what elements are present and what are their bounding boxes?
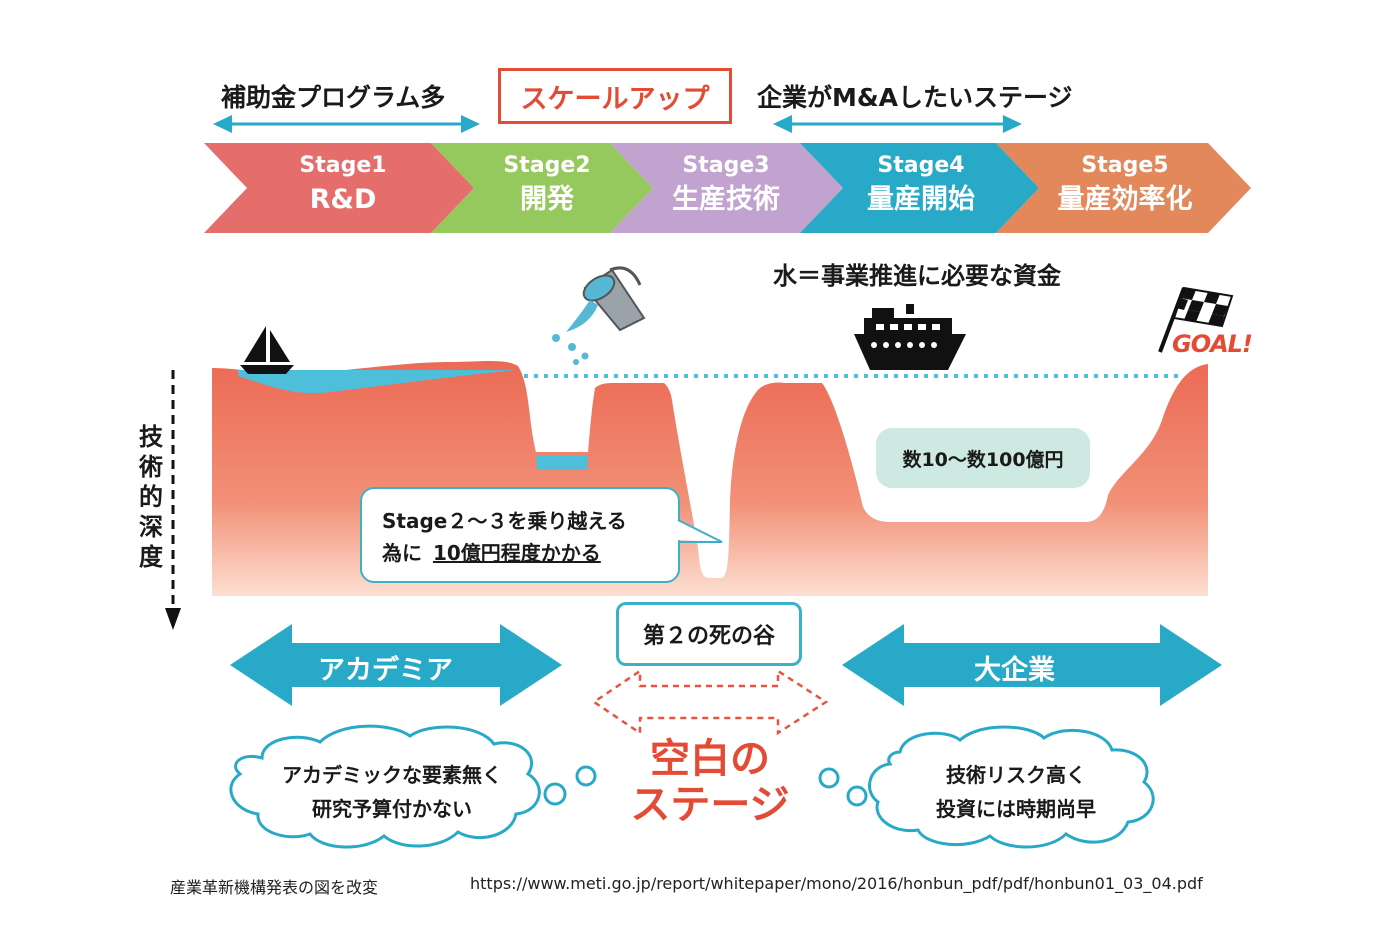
stage3-name: 生産技術 [672,184,780,215]
stage2-chevron [431,143,653,233]
ma-stage-label: 企業がM&Aしたいステージ [757,83,1073,112]
right-cloud [818,725,1155,849]
stage3-chevron [610,143,843,233]
callout-line2-prefix: 為に [382,541,422,565]
blank-stage-line2: ステージ [630,782,790,828]
enterprise-label: 大企業 [974,655,1055,686]
cloud-left-line1: アカデミックな要素無く [282,763,502,787]
footer-source: 産業革新機構発表の図を改変 [170,878,379,897]
stage2-name: 開発 [520,184,574,215]
academia-arrow [230,624,562,706]
blank-stage-label: 空白の ステージ [600,736,820,828]
valley-label: 第２の死の谷 [642,624,775,649]
cloud-left-line2: 研究予算付かない [312,797,472,821]
subsidy-arrow-right-head [461,115,480,133]
stage3-label: Stage3 生産技術 [656,151,796,219]
stage1-chevron [204,143,474,233]
left-water [238,370,515,394]
sailboat-icon [240,326,294,374]
goal-label: GOAL! [1172,330,1253,358]
callout-bubble: Stage２～３を乗り越える 為に 10億円程度かかる [360,487,680,583]
cloud-left-text: アカデミックな要素無く 研究予算付かない [262,758,522,826]
blank-stage-line1: 空白の [650,736,770,782]
callout-line2: 為に 10億円程度かかる [382,537,627,569]
depth-label: 技術的深度 [139,423,163,571]
bucket-icon [552,266,646,365]
funds-label: 数10～数100億円 [902,448,1064,471]
depth-arrow-head [165,608,181,630]
stage3-num: Stage3 [682,153,770,178]
academia-label: アカデミア [318,655,453,686]
stage4-label: Stage4 量産開始 [846,151,996,219]
ma-arrow-right-head [1003,115,1022,133]
stage5-label: Stage5 量産効率化 [1040,151,1210,219]
blank-stage-dashed-arrow [591,668,829,736]
scaleup-box: スケールアップ [498,68,732,124]
valley-label-box: 第２の死の谷 [616,602,802,666]
callout-line1: Stage２～３を乗り越える [382,509,627,533]
stage1-num: Stage1 [299,153,387,178]
stage1-label: Stage1 R&D [283,151,403,219]
stage5-name: 量産効率化 [1057,184,1193,215]
subsidy-label: 補助金プログラム多 [221,83,446,112]
stage4-name: 量産開始 [867,184,975,215]
water-note: 水＝事業推進に必要な資金 [773,262,1061,290]
stage1-name: R&D [309,184,377,215]
stage5-num: Stage5 [1081,153,1169,178]
notch-water [536,455,588,470]
stage2-num: Stage2 [503,153,591,178]
ship-icon [854,304,966,370]
goal-flag-icon [1158,286,1234,353]
stage4-num: Stage4 [877,153,965,178]
cloud-right-text: 技術リスク高く 投資には時期尚早 [900,758,1132,826]
subsidy-arrow-left-head [213,115,232,133]
enterprise-arrow [842,624,1222,706]
funds-box: 数10～数100億円 [876,428,1090,488]
scaleup-label: スケールアップ [520,83,710,115]
left-cloud [229,724,597,849]
stage5-chevron [996,143,1251,233]
stage2-label: Stage2 開発 [477,151,617,219]
stage4-chevron [800,143,1039,233]
footer-url[interactable]: https://www.meti.go.jp/report/whitepaper… [470,874,1203,893]
ma-arrow-left-head [773,115,792,133]
callout-line2-underlined: 10億円程度かかる [432,541,601,565]
cloud-right-line1: 技術リスク高く [946,763,1086,787]
cloud-right-line2: 投資には時期尚早 [936,797,1096,821]
